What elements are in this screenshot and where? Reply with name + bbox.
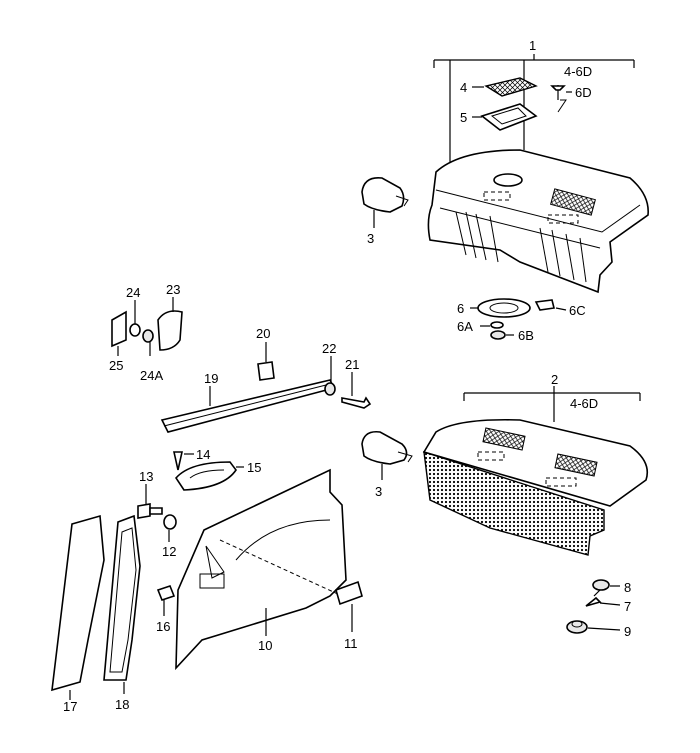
shelf-upper <box>427 149 649 294</box>
callout-3-upper: 3 <box>367 231 374 246</box>
callout-6D: 6D <box>575 85 592 100</box>
callout-17: 17 <box>63 699 77 714</box>
callout-3-lower: 3 <box>375 484 382 499</box>
screw-7 <box>585 589 621 607</box>
nut-22 <box>324 356 336 396</box>
callout-14: 14 <box>196 447 210 462</box>
callout-9: 9 <box>624 624 631 639</box>
screw-21 <box>341 372 372 409</box>
clip-16 <box>156 585 176 616</box>
clip-20 <box>257 342 275 381</box>
callout-13: 13 <box>139 469 153 484</box>
bracket-1 <box>433 54 635 165</box>
cover-23 <box>157 297 183 351</box>
callout-20: 20 <box>256 326 270 341</box>
strip-19 <box>160 379 336 433</box>
callout-1-range: 4-6D <box>564 64 592 79</box>
callout-6C: 6C <box>569 303 586 318</box>
washer-6A <box>480 321 504 329</box>
callout-11: 11 <box>344 636 358 651</box>
washer-24 <box>129 300 141 337</box>
handle-15 <box>174 461 244 491</box>
callout-6B: 6B <box>518 328 534 343</box>
cap-11 <box>335 580 363 632</box>
shelf-lower <box>422 418 649 556</box>
grille-4 <box>472 77 538 97</box>
screw-6D <box>550 85 572 113</box>
trim-17 <box>51 514 105 700</box>
callout-2-range: 4-6D <box>570 396 598 411</box>
callout-4: 4 <box>460 80 467 95</box>
callout-18: 18 <box>115 697 129 712</box>
callout-2: 2 <box>551 372 558 387</box>
callout-5: 5 <box>460 110 467 125</box>
callout-12: 12 <box>162 544 176 559</box>
nut-6B <box>490 330 514 340</box>
callout-6A: 6A <box>457 319 473 334</box>
speaker-ring-6 <box>470 298 531 318</box>
callout-24A: 24A <box>140 368 163 383</box>
bolt-13 <box>137 484 163 519</box>
trim-18 <box>103 514 141 694</box>
callout-8: 8 <box>624 580 631 595</box>
callout-6: 6 <box>457 301 464 316</box>
cap-8 <box>592 579 620 591</box>
screw-14 <box>173 451 194 471</box>
callout-1: 1 <box>529 38 536 53</box>
washer-12 <box>163 514 177 542</box>
callout-24: 24 <box>126 285 140 300</box>
callout-10: 10 <box>258 638 272 653</box>
callout-16: 16 <box>156 619 170 634</box>
callout-15: 15 <box>247 460 261 475</box>
side-panel-10 <box>175 468 347 671</box>
callout-7: 7 <box>624 599 631 614</box>
lamp-3-lower <box>361 430 413 480</box>
callout-22: 22 <box>322 341 336 356</box>
bracket-25 <box>111 310 127 356</box>
lamp-3-upper <box>361 176 409 228</box>
bracket-2 <box>463 386 641 422</box>
frame-5 <box>472 103 538 131</box>
callout-19: 19 <box>204 371 218 386</box>
callout-21: 21 <box>345 357 359 372</box>
nut-24A <box>142 329 154 356</box>
callout-23: 23 <box>166 282 180 297</box>
clip-6C <box>534 299 567 311</box>
callout-25: 25 <box>109 358 123 373</box>
knob-9 <box>566 620 621 634</box>
